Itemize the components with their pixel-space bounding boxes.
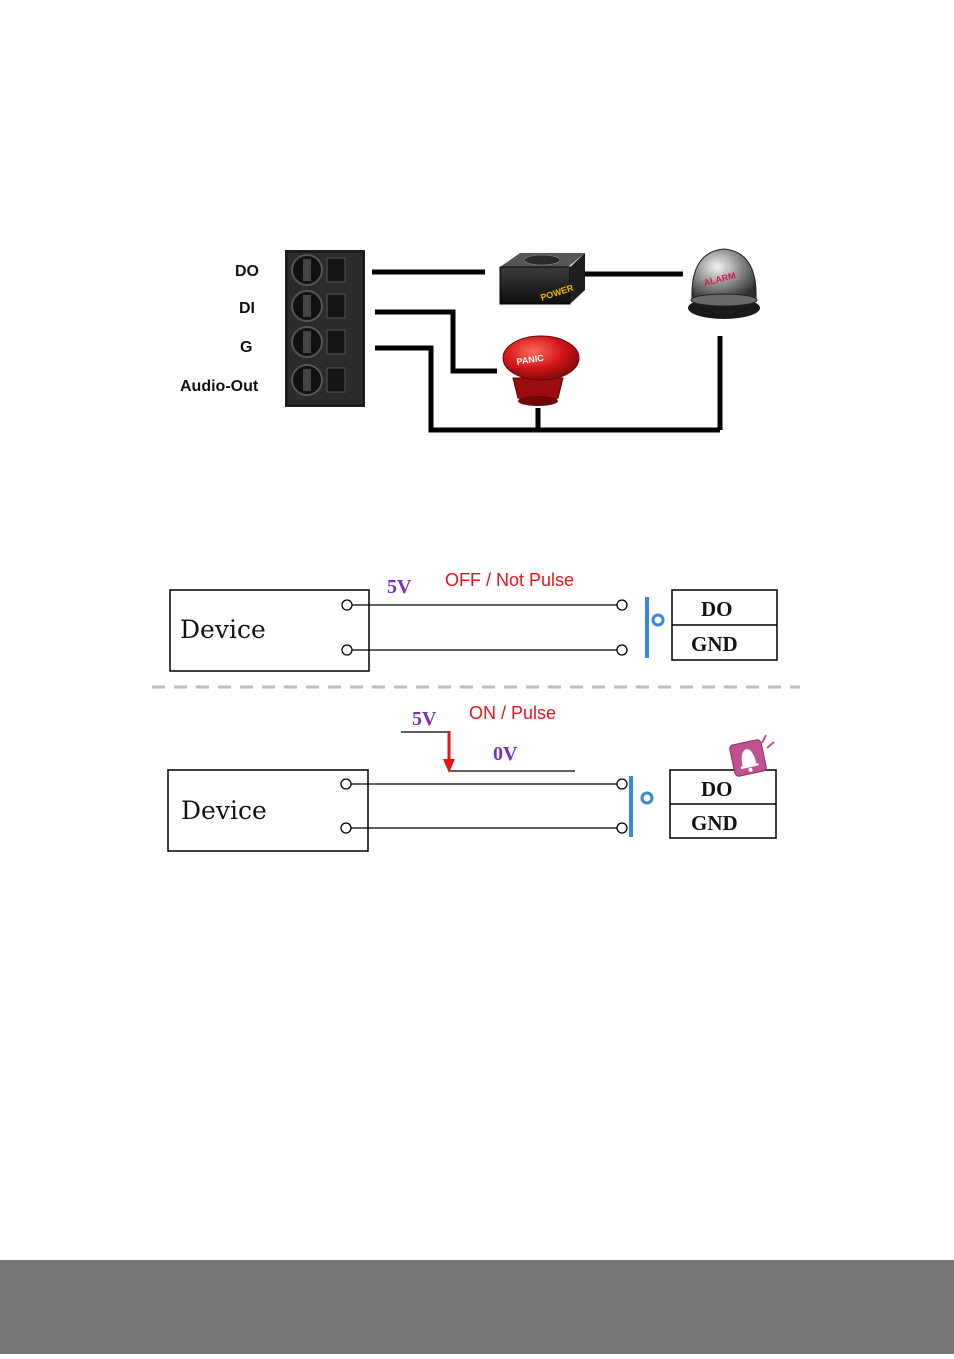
voltage-low-on: 0V: [493, 743, 518, 765]
contact-off-bottom-left: [341, 644, 353, 656]
panic-label: PANIC: [516, 353, 545, 367]
wire-di-to-panic: [375, 309, 497, 374]
contact-off-top-right: [616, 599, 628, 611]
alarm-bell-icon: [729, 739, 767, 777]
terminal-off-gnd: GND: [691, 632, 738, 656]
label-g: G: [240, 339, 252, 356]
terminal-block: [285, 250, 365, 407]
state-on: ON / Pulse: [469, 703, 556, 723]
contact-on-bottom-left: [340, 822, 352, 834]
terminal-slot-audio-out: [291, 364, 346, 396]
contact-on-top-left: [340, 778, 352, 790]
diagram-on: 5V ON / Pulse 0V Device DO GND: [167, 703, 777, 852]
terminal-on-gnd: GND: [691, 811, 738, 835]
power-supply: POWER: [499, 253, 585, 305]
pulse-arrow-head: [443, 759, 455, 773]
voltage-off: 5V: [387, 576, 412, 598]
terminal-off-do: DO: [701, 597, 733, 621]
wire-g-to-ground: [375, 345, 720, 433]
state-off: OFF / Not Pulse: [445, 570, 574, 590]
switch-off: [645, 597, 665, 658]
contact-on-bottom-right: [616, 822, 628, 834]
switch-on: [629, 776, 654, 837]
panic-button: PANIC: [502, 335, 580, 406]
contact-on-top-right: [616, 778, 628, 790]
footer-bar: [0, 1260, 954, 1354]
terminal-slot-do: [291, 254, 346, 286]
wires: [372, 269, 723, 433]
device-label-on: Device: [181, 796, 267, 825]
device-label-off: Device: [180, 615, 266, 644]
terminal-on-do: DO: [701, 777, 733, 801]
contact-off-bottom-right: [616, 644, 628, 656]
diagram-off: Device DO GND 5V OFF / Not Pulse: [169, 570, 778, 672]
voltage-high-on: 5V: [412, 708, 437, 730]
label-do: DO: [235, 263, 259, 280]
alarm-ring-lines: [761, 734, 775, 749]
label-audio-out: Audio-Out: [180, 378, 259, 395]
pulse-waveform: [401, 731, 575, 773]
device-box-off: [169, 589, 370, 672]
label-di: DI: [239, 300, 255, 317]
connector-labels: DO DI G Audio-Out: [180, 263, 259, 395]
terminal-slot-g: [291, 326, 346, 358]
contact-off-top-left: [341, 599, 353, 611]
terminal-slot-di: [291, 290, 346, 322]
alarm-bell: ALARM: [688, 248, 760, 319]
device-box-on: [167, 769, 369, 852]
